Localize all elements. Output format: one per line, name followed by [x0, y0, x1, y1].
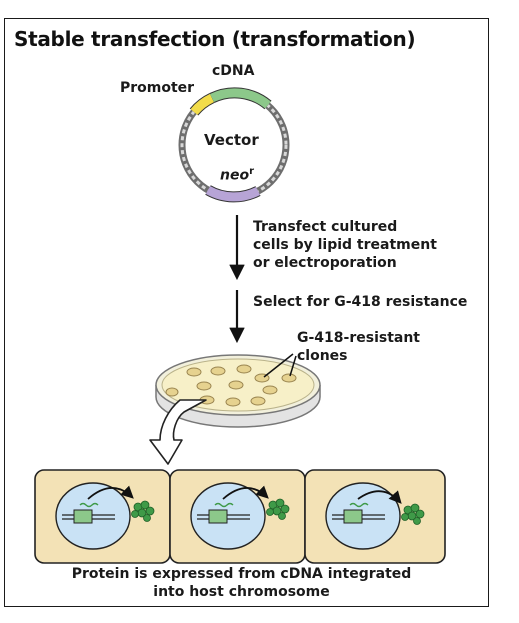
clone-pointer-1	[263, 353, 294, 378]
step2-label: Select for G-418 resistance	[253, 294, 468, 310]
figure-title: Stable transfection (transformation)	[14, 27, 416, 51]
cell-3	[304, 469, 446, 564]
colonies	[165, 364, 297, 407]
cell-2	[169, 469, 306, 564]
clones-label-line1: G-418-resistant	[297, 330, 420, 346]
neo-label: neor	[220, 163, 254, 185]
vector-label: Vector	[204, 131, 259, 149]
neo-label-text: neo	[220, 167, 250, 184]
step1-line2: cells by lipid treatment	[253, 237, 437, 253]
step1-line3: or electroporation	[253, 255, 397, 271]
cell-1	[34, 469, 171, 564]
clones-label-line2: clones	[297, 348, 348, 364]
clone-pointer-2	[289, 355, 297, 377]
step1-line1: Transfect cultured	[253, 219, 398, 235]
promoter-label: Promoter	[120, 80, 195, 96]
caption-line2: into host chromosome	[153, 584, 330, 600]
expansion-arrow	[149, 399, 207, 465]
caption-line1: Protein is expressed from cDNA integrate…	[71, 566, 412, 582]
cdna-label: cDNA	[212, 63, 255, 79]
neo-superscript: r	[249, 166, 255, 177]
